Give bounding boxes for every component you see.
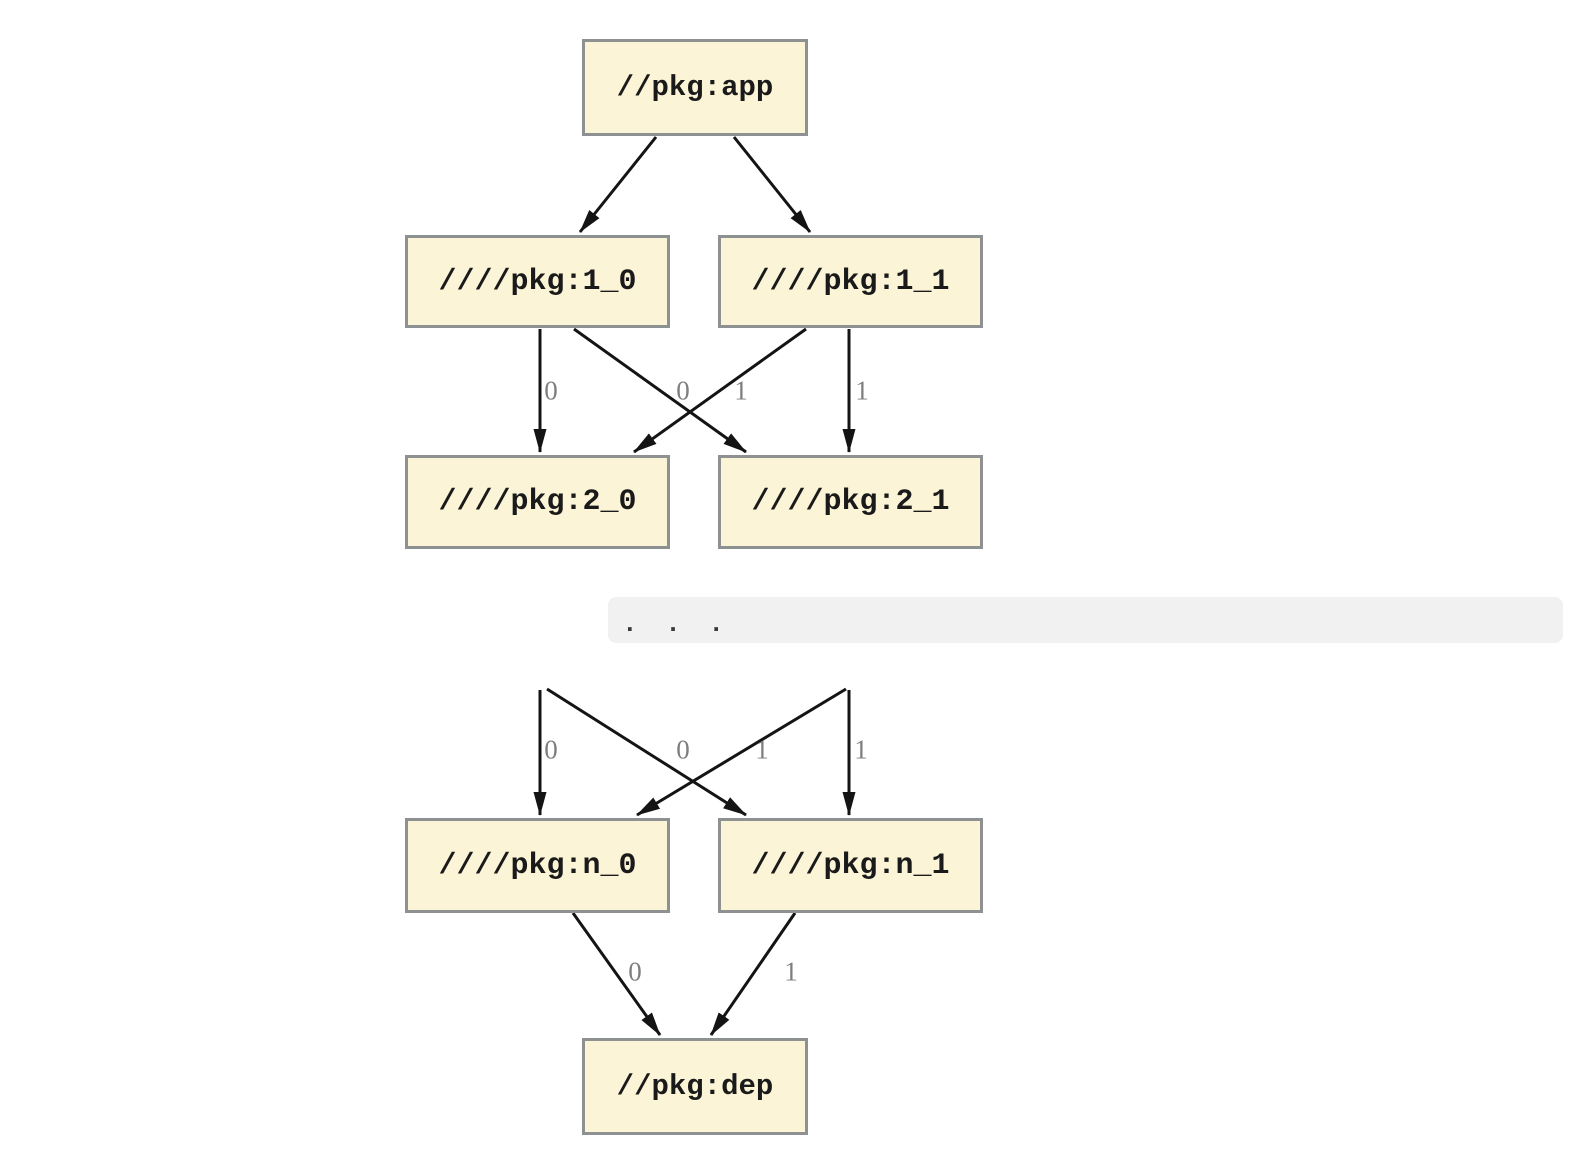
edge-label-n_0-dep: 0 xyxy=(628,956,642,987)
node-pkg-1_0: ////pkg:1_0 xyxy=(405,235,670,328)
edge-label-elided-n_0-straight: 0 xyxy=(544,734,558,765)
edge-elided-to-n_1-cross xyxy=(546,687,747,817)
edge-n_1-to-dep xyxy=(709,912,797,1036)
edge-1_1-to-2_0 xyxy=(633,327,807,454)
edge-elided-to-n_0-cross xyxy=(636,687,847,817)
edge-label-elided-n_0-cross: 1 xyxy=(755,734,769,765)
edge-app-to-1_0 xyxy=(578,136,658,233)
node-pkg-1_1: ////pkg:1_1 xyxy=(718,235,983,328)
node-pkg-n_0: ////pkg:n_0 xyxy=(405,818,670,913)
node-pkg-app: //pkg:app xyxy=(582,39,808,136)
edge-1_0-to-2_1 xyxy=(573,327,747,454)
edge-label-1_1-2_0: 1 xyxy=(734,375,748,406)
edge-label-elided-n_1-cross: 0 xyxy=(676,734,690,765)
edge-label-n_1-dep: 1 xyxy=(784,956,798,987)
node-pkg-2_1: ////pkg:2_1 xyxy=(718,455,983,549)
edge-label-elided-n_1-straight: 1 xyxy=(854,734,868,765)
edge-n_0-to-dep xyxy=(571,912,662,1036)
node-pkg-dep: //pkg:dep xyxy=(582,1038,808,1135)
node-pkg-n_1: ////pkg:n_1 xyxy=(718,818,983,913)
ellipsis-band: . . . xyxy=(608,597,1563,643)
edge-label-1_0-2_0: 0 xyxy=(544,375,558,406)
edge-app-to-1_1 xyxy=(732,136,812,233)
ellipsis-dots: . . . xyxy=(622,609,731,639)
edge-label-1_0-2_1: 0 xyxy=(676,375,690,406)
edge-label-1_1-2_1: 1 xyxy=(855,375,869,406)
node-pkg-2_0: ////pkg:2_0 xyxy=(405,455,670,549)
